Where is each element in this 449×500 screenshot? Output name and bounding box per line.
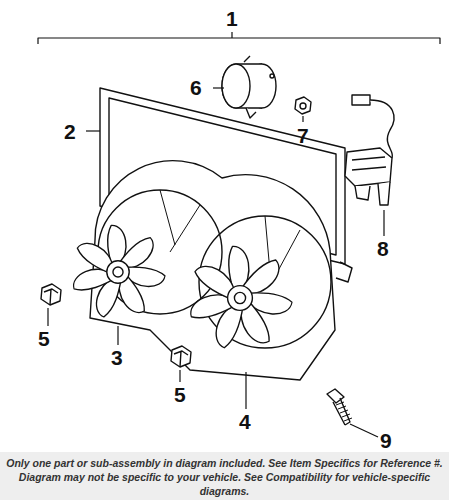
callout-number: 5 xyxy=(38,328,50,349)
callout-number: 5 xyxy=(174,384,186,405)
callout-number: 1 xyxy=(226,8,238,29)
disclaimer-note: Only one part or sub-assembly in diagram… xyxy=(4,456,445,499)
callout-number: 7 xyxy=(297,125,309,146)
callout-number: 3 xyxy=(111,347,123,368)
callout-number: 4 xyxy=(239,411,251,432)
callout-number: 6 xyxy=(190,77,202,98)
callout-number: 8 xyxy=(377,238,389,259)
callout-number: 9 xyxy=(380,430,392,451)
callout-number: 2 xyxy=(64,121,76,142)
